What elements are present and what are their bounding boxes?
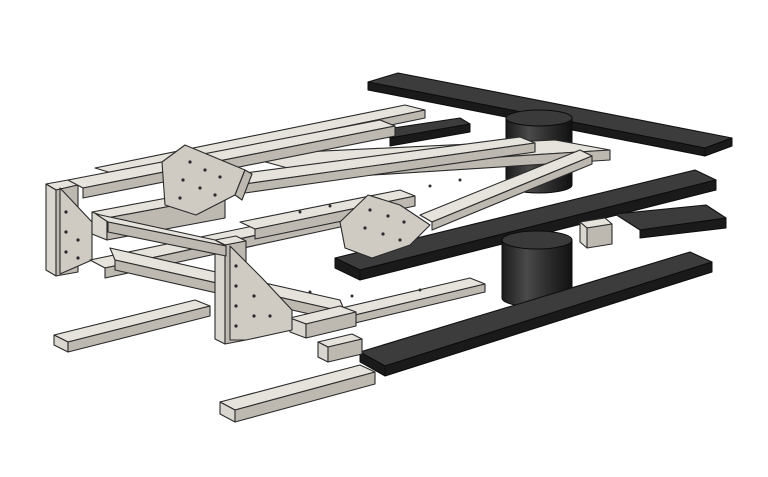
front-stub-beam [289, 305, 357, 339]
scissor-arm-upper-diagonal [229, 136, 536, 194]
scissor-arm-right-diagonal [419, 149, 593, 231]
right-foot-leg [219, 364, 376, 423]
gusset-plate-center [339, 194, 431, 259]
gusset-plate-upper-left [161, 144, 253, 216]
front-top-beam [95, 213, 227, 257]
left-top-beam [67, 119, 396, 199]
middle-board-right [614, 204, 727, 239]
mid-rail-bolts [298, 178, 462, 298]
bottom-connector-block [317, 333, 363, 363]
left-end-post [45, 179, 93, 277]
middle-board-long [334, 169, 717, 281]
lower-roller-cylinder [501, 230, 573, 308]
bottom-board [359, 251, 713, 377]
front-corner-post [214, 235, 293, 345]
right-side-bracket [579, 217, 613, 249]
left-foot-leg [53, 299, 211, 353]
